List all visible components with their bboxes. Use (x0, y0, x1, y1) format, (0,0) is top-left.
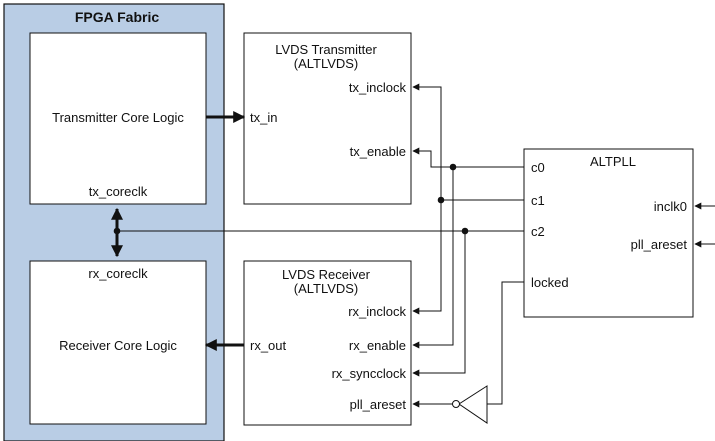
rx-coreclk-label: rx_coreclk (88, 266, 148, 281)
rx-enable-port: rx_enable (348, 338, 406, 353)
altpll-c0-port: c0 (531, 160, 545, 175)
tx-core-logic-box (29, 32, 207, 205)
locked-wire (487, 281, 524, 405)
altpll-inclk0-port: inclk0 (653, 199, 687, 214)
c2-syncclock-wire (412, 231, 466, 377)
junction-dot (437, 196, 445, 204)
tx-inclock-port: tx_inclock (348, 80, 406, 95)
altpll-pll-areset-port: pll_areset (630, 237, 687, 252)
junction-dot (461, 227, 469, 235)
altpll-c1-port: c1 (531, 193, 545, 208)
inverter-bubble (452, 400, 460, 408)
lvds-rx-box (243, 260, 412, 426)
altpll-box (523, 148, 694, 318)
rx-core-logic-label: Receiver Core Logic (59, 338, 177, 353)
c1-tx-inclock-wire (412, 83, 442, 200)
fpga-fabric-title: FPGA Fabric (74, 9, 160, 25)
rx-inclock-port: rx_inclock (348, 304, 406, 319)
c0-rx-enable-wire (412, 167, 454, 349)
lvds-tx-box (243, 32, 412, 205)
junction-dot (449, 163, 457, 171)
altpll-c2-port: c2 (531, 224, 545, 239)
lvds-rx-title: LVDS Receiver (282, 267, 370, 282)
altpll-locked-port: locked (531, 275, 569, 290)
tx-core-logic-label: Transmitter Core Logic (52, 110, 184, 125)
lvds-tx-title: LVDS Transmitter (275, 42, 377, 57)
rx-pll-areset-port: pll_areset (349, 397, 406, 412)
c0-tx-enable-wire (412, 147, 453, 168)
lvds-rx-subtitle: (ALTLVDS) (293, 281, 359, 296)
rx-core-logic-box (29, 260, 207, 425)
inverter-triangle (458, 385, 488, 424)
lvds-tx-subtitle: (ALTLVDS) (293, 56, 359, 71)
junction-dot (113, 227, 121, 235)
tx-coreclk-label: tx_coreclk (88, 184, 148, 199)
tx-enable-port: tx_enable (349, 144, 406, 159)
altpll-title: ALTPLL (589, 154, 637, 169)
rx-syncclock-port: rx_syncclock (331, 366, 406, 381)
rx-out-port: rx_out (250, 338, 287, 353)
tx-in-port: tx_in (250, 110, 278, 125)
c1-rx-inclock-wire (412, 200, 442, 315)
